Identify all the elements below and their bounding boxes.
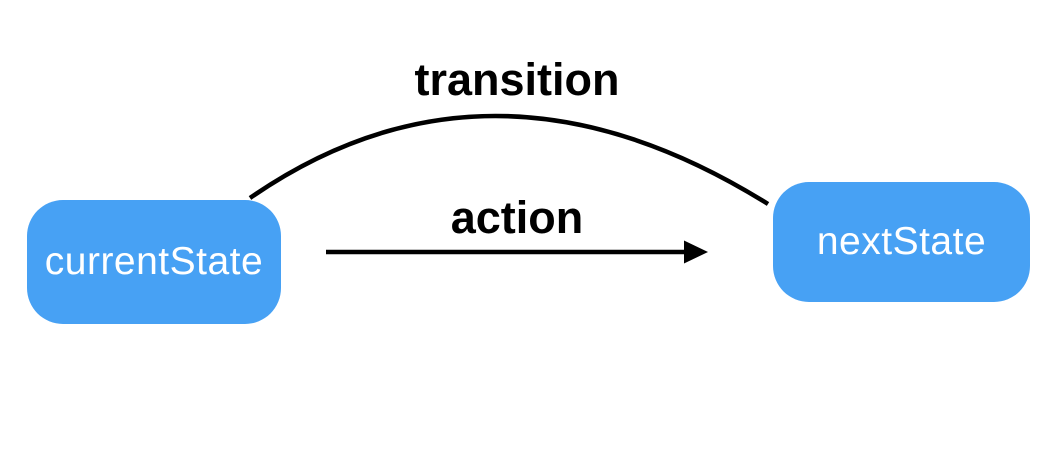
action-arrowhead-icon [684, 240, 708, 264]
node-next-state: nextState [773, 182, 1030, 302]
node-next-state-label: nextState [816, 220, 987, 263]
action-edge-label: action [450, 192, 584, 243]
node-current-state-label: currentState [44, 240, 264, 283]
transition-edge-label: transition [414, 54, 620, 105]
node-current-state: currentState [27, 200, 281, 324]
transition-arc [248, 113, 770, 206]
